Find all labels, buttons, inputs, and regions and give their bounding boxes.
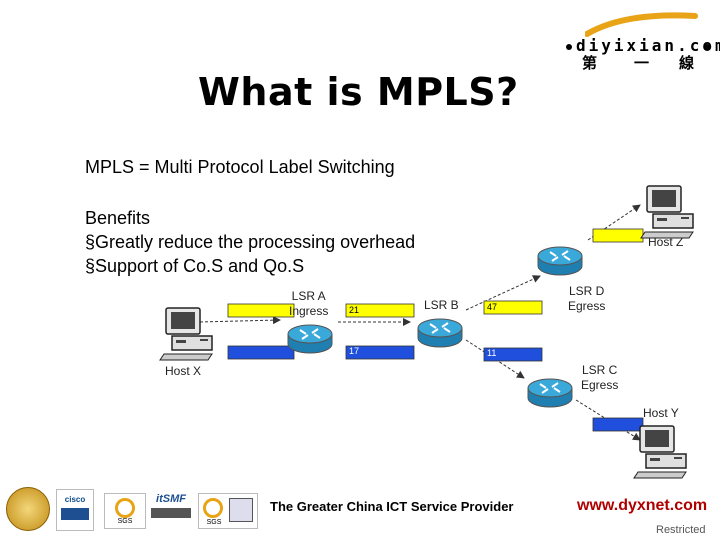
logo-chinese-1: 第 bbox=[582, 54, 598, 72]
sgs-badge-icon: SGS bbox=[104, 493, 146, 529]
host-z-icon bbox=[640, 185, 694, 239]
slide-title: What is MPLS? bbox=[198, 70, 519, 114]
packet-blue-y bbox=[592, 417, 644, 432]
path-b-to-d-arrow bbox=[465, 275, 541, 311]
logo-dot-left bbox=[566, 44, 572, 50]
path-x-to-a-arrow bbox=[199, 316, 281, 325]
path-b-to-c-arrow bbox=[465, 339, 525, 379]
label-47: 47 bbox=[487, 302, 498, 312]
logo-dot-right bbox=[704, 44, 710, 50]
cisco-badge-icon: cisco bbox=[56, 489, 94, 531]
host-y-label: Host Y bbox=[643, 406, 679, 420]
host-x-label: Host X bbox=[165, 364, 202, 378]
packet-yellow-21 bbox=[345, 303, 415, 318]
router-lsr-c-icon bbox=[527, 378, 573, 408]
benefits-block: Benefits §Greatly reduce the processing … bbox=[85, 206, 415, 278]
classification-label: Restricted bbox=[656, 524, 706, 536]
packet-blue-17 bbox=[345, 345, 415, 360]
router-lsr-d-icon bbox=[537, 246, 583, 276]
packet-yellow-x bbox=[227, 303, 295, 318]
label-17: 17 bbox=[349, 346, 360, 356]
packet-blue-11 bbox=[483, 347, 543, 362]
benefit-item: §Support of Co.S and Qo.S bbox=[85, 256, 305, 276]
itsmf-badge-icon: itSMF bbox=[148, 493, 194, 527]
award-seal-icon bbox=[6, 487, 50, 531]
logo-text: diyixian.com bbox=[576, 36, 720, 55]
footer-tagline: The Greater China ICT Service Provider bbox=[270, 499, 514, 514]
router-lsr-b-icon bbox=[417, 318, 463, 348]
host-z-label: Host Z bbox=[648, 235, 684, 249]
router-lsr-a-icon bbox=[287, 324, 333, 354]
logo-chinese-3: 線 bbox=[679, 54, 695, 72]
packet-blue-x bbox=[227, 345, 295, 360]
logo-chinese-2: 一 bbox=[634, 54, 650, 72]
host-x-icon bbox=[159, 307, 213, 361]
label-21: 21 bbox=[349, 305, 360, 315]
label-11: 11 bbox=[487, 348, 497, 358]
footer-url-link[interactable]: www.dyxnet.com bbox=[577, 497, 708, 514]
packet-yellow-47 bbox=[483, 300, 543, 315]
lsr-b-label: LSR B bbox=[424, 298, 459, 312]
sgs-iso-badge-icon: SGS bbox=[198, 493, 258, 529]
host-y-icon bbox=[633, 425, 687, 479]
logo-swoosh-icon bbox=[585, 12, 698, 37]
subtitle: MPLS = Multi Protocol Label Switching bbox=[85, 157, 395, 177]
benefit-item: §Greatly reduce the processing overhead bbox=[85, 232, 416, 252]
benefits-heading: Benefits bbox=[85, 208, 151, 228]
packet-yellow-z bbox=[592, 228, 644, 243]
